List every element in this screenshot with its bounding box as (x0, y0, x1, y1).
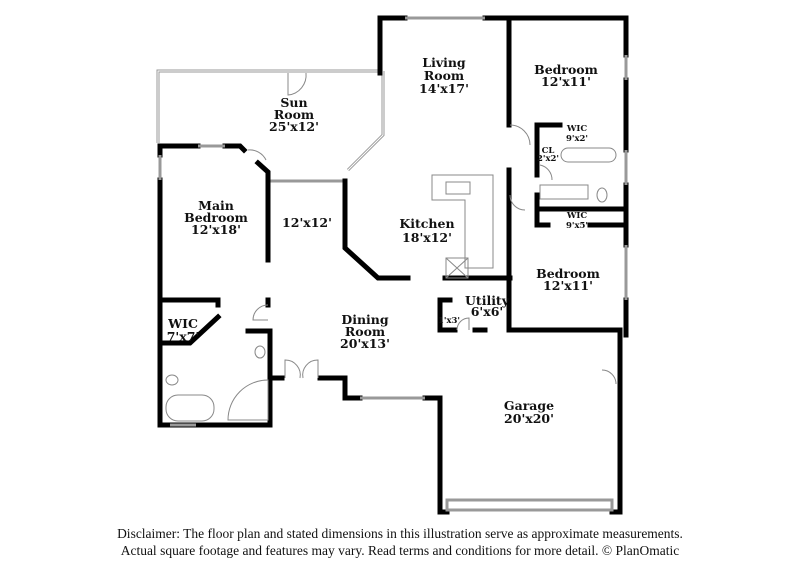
sink-icon (445, 181, 471, 195)
living-room-dims: 14'x17' (419, 81, 469, 96)
toilet-icon (596, 187, 608, 203)
door-icon (252, 304, 269, 321)
door-icon (539, 164, 553, 181)
flex-room-dims: 12'x12' (282, 215, 332, 230)
main-bedroom-dims: 12'x18' (191, 222, 241, 237)
wic-dims: 7'x7' (167, 329, 200, 344)
living-room-label: Room (424, 68, 464, 83)
wic-label: WIC (566, 124, 588, 134)
disclaimer-line-1: Disclaimer: The floor plan and stated di… (117, 526, 683, 541)
door-icon (601, 369, 617, 385)
kitchen-label: Kitchen (399, 216, 454, 231)
dining-room-label: Dining (341, 312, 389, 327)
door-icon (509, 124, 531, 146)
door-icon (247, 149, 267, 161)
main-bedroom-label: Bedroom (184, 210, 248, 225)
pantry-dims: 1'x3' (438, 316, 460, 326)
bedroom-label: Bedroom (536, 266, 600, 281)
double-door-icon (284, 359, 319, 379)
disclaimer-line-2: Actual square footage and features may v… (120, 543, 680, 558)
wic-dims: 9'x2' (566, 134, 588, 144)
dining-room-label: Room (345, 324, 385, 339)
door-icon (509, 194, 526, 211)
fridge-icon (445, 257, 469, 279)
utility-dims: 6'x6' (471, 304, 504, 319)
wic-label: WIC (167, 316, 198, 331)
door-icon (456, 317, 470, 331)
doors (247, 72, 617, 385)
sun-room-label: Sun (280, 95, 307, 110)
garage-dims: 20'x20' (504, 411, 554, 426)
bedroom-label: Bedroom (534, 62, 598, 77)
utility-label: Utility (465, 293, 510, 308)
fixtures (165, 147, 617, 422)
door-icon (287, 72, 307, 96)
sun-room-dims: 25'x12' (269, 119, 319, 134)
kitchen-dims: 18'x12' (402, 230, 452, 245)
sun-room-label: Room (274, 107, 314, 122)
sun-room-walls (156, 69, 385, 183)
wic-dims: 9'x5' (566, 221, 588, 231)
vanity-icon (539, 184, 589, 200)
main-bedroom-label: Main (198, 198, 234, 213)
bathtub-icon (165, 394, 215, 422)
garage-label: Garage (504, 398, 554, 413)
living-room-label: Living (422, 55, 466, 70)
closet-label: CL (542, 146, 555, 156)
sink-icon (254, 345, 266, 359)
dining-room-dims: 20'x13' (340, 336, 390, 351)
room-labels: Living Room 14'x17' Sun Room 25'x12' Bed… (167, 55, 600, 426)
walls (157, 15, 629, 515)
bedroom-dims: 12'x11' (541, 74, 591, 89)
wic-label: WIC (566, 211, 588, 221)
bedroom-dims: 12'x11' (543, 278, 593, 293)
shower-icon (227, 379, 269, 421)
bathtub-icon (560, 147, 617, 163)
closet-dims: 2'x2' (537, 154, 559, 164)
toilet-icon (165, 374, 179, 386)
